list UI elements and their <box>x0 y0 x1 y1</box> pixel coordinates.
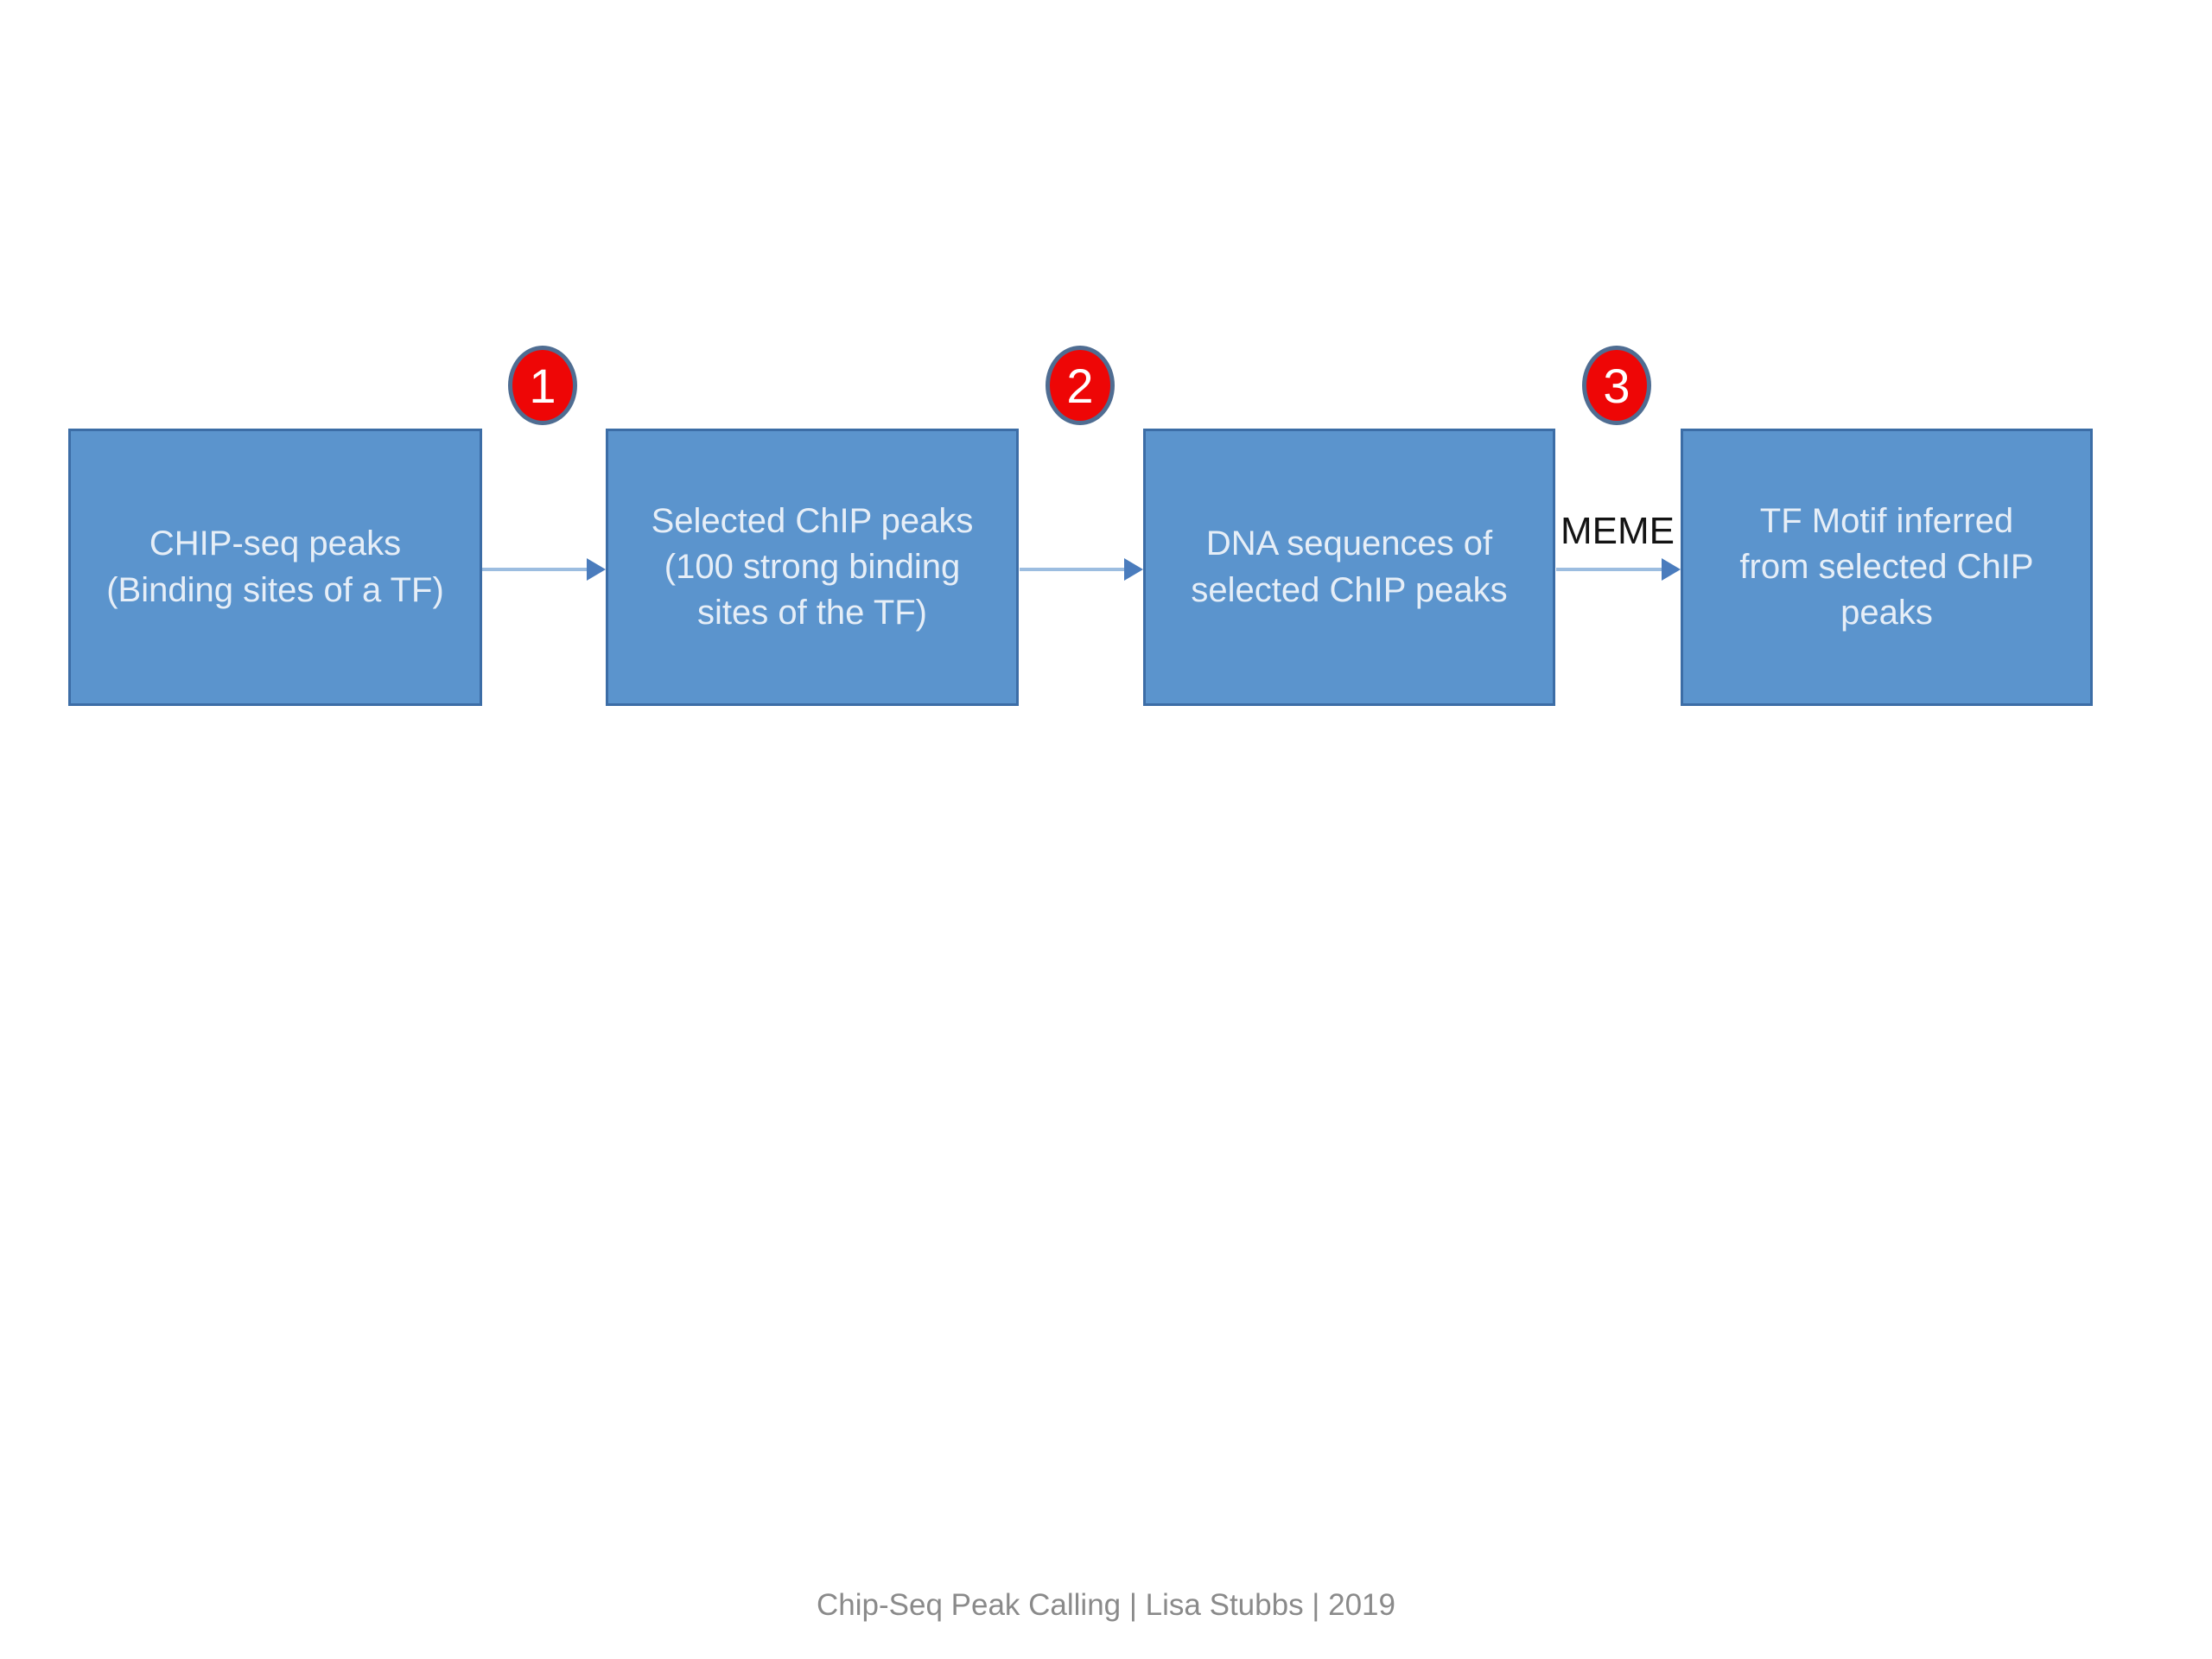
meme-label: MEME <box>1560 510 1675 552</box>
step-badge-3: 3 <box>1582 346 1651 425</box>
flow-box-text: CHIP-seq peaks (Binding sites of a TF) <box>106 521 444 613</box>
arrow-head-icon <box>587 558 606 581</box>
flow-box-text: Selected ChIP peaks (100 strong binding … <box>652 499 974 637</box>
footer-text: Chip-Seq Peak Calling | Lisa Stubbs | 20… <box>817 1588 1395 1622</box>
box-text-line: DNA sequences of <box>1205 524 1493 563</box>
arrow-2 <box>1020 557 1143 582</box>
flow-box-tf-motif: TF Motif inferred from selected ChIP pea… <box>1681 429 2093 706</box>
arrow-head-icon <box>1662 558 1681 581</box>
box-text-line: Selected ChIP peaks <box>651 501 974 540</box>
box-text-line: peaks <box>1840 594 1933 632</box>
box-text-line: from selected ChIP <box>1739 547 2034 586</box>
flow-box-chip-seq-peaks: CHIP-seq peaks (Binding sites of a TF) <box>68 429 482 706</box>
flow-box-text: DNA sequences of selected ChIP peaks <box>1191 521 1507 613</box>
step-badge-number: 1 <box>529 358 556 413</box>
box-text-line: (100 strong binding <box>664 547 961 586</box>
box-text-line: selected ChIP peaks <box>1191 570 1508 609</box>
flow-box-selected-chip-peaks: Selected ChIP peaks (100 strong binding … <box>606 429 1019 706</box>
flow-box-dna-sequences: DNA sequences of selected ChIP peaks <box>1143 429 1555 706</box>
arrow-shaft <box>1020 568 1129 571</box>
arrow-1 <box>482 557 606 582</box>
box-text-line: TF Motif inferred <box>1759 501 2014 540</box>
arrow-shaft <box>1556 568 1667 571</box>
arrow-3 <box>1556 557 1681 582</box>
step-badge-number: 3 <box>1603 358 1630 413</box>
flow-box-text: TF Motif inferred from selected ChIP pea… <box>1739 499 2033 637</box>
step-badge-2: 2 <box>1046 346 1115 425</box>
arrow-head-icon <box>1124 558 1143 581</box>
box-text-line: (Binding sites of a TF) <box>106 570 444 609</box>
box-text-line: sites of the TF) <box>696 594 927 632</box>
step-badge-number: 2 <box>1066 358 1094 413</box>
step-badge-1: 1 <box>508 346 577 425</box>
box-text-line: CHIP-seq peaks <box>149 524 402 563</box>
arrow-shaft <box>482 568 592 571</box>
